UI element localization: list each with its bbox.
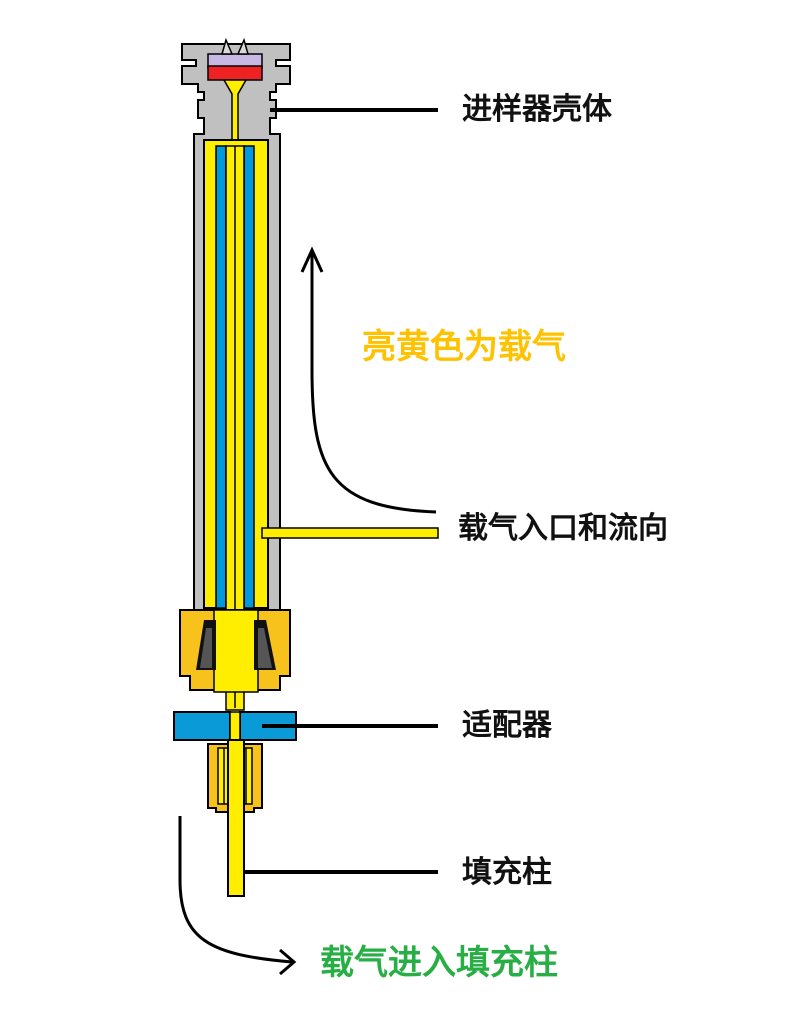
into-column-arrowhead xyxy=(279,948,297,976)
liner-right-wall xyxy=(243,145,255,609)
septum xyxy=(207,65,263,81)
note-yellow-is-carrier-gas: 亮黄色为载气 xyxy=(362,327,566,367)
label-injector-housing: 进样器壳体 xyxy=(462,92,612,127)
carrier-inlet-pipe xyxy=(261,527,439,539)
adapter-left xyxy=(173,711,231,741)
label-packed-column: 填充柱 xyxy=(462,855,552,890)
liner-left-wall xyxy=(215,145,227,609)
note-gas-enters-column: 载气进入填充柱 xyxy=(320,943,558,983)
upward-flow-arrowhead xyxy=(300,246,324,273)
needle-guide-tips xyxy=(221,37,249,55)
ferrule-left-shade xyxy=(200,628,212,668)
ferrule-right-shade xyxy=(258,628,272,668)
nut-inner-bore xyxy=(213,609,259,693)
label-adapter: 适配器 xyxy=(462,708,552,743)
adapter-bore xyxy=(229,711,241,741)
label-carrier-gas-inlet: 载气入口和流向 xyxy=(458,511,668,546)
packed-column xyxy=(227,739,245,897)
upward-flow-arrow xyxy=(310,250,437,514)
into-column-arrow xyxy=(178,816,293,964)
